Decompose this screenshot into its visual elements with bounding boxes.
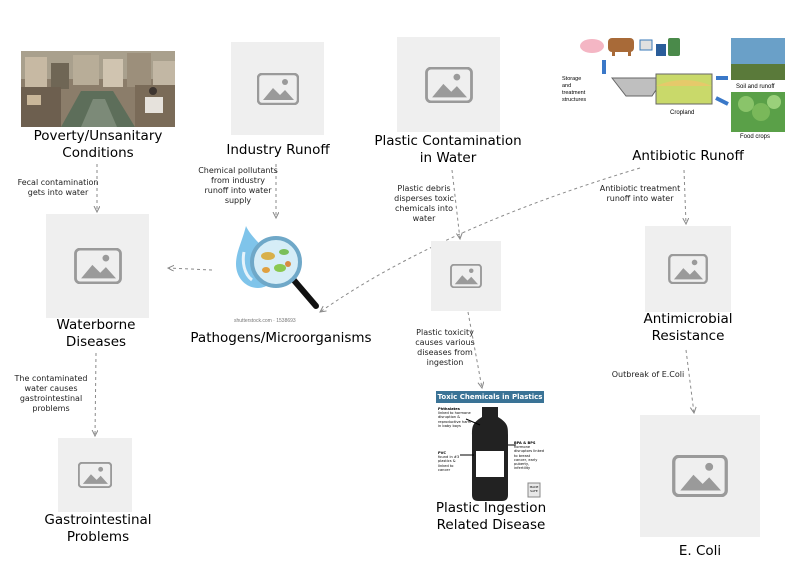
node-poverty-title: Poverty/Unsanitary Conditions <box>33 128 163 161</box>
image-icon <box>672 455 728 497</box>
edge-label-outbreak: Outbreak of E.Coli <box>611 370 685 379</box>
edge-antibiotic-antimicrobial <box>684 169 686 224</box>
slum-photo <box>21 51 175 127</box>
image-icon <box>78 462 112 488</box>
edge-label-fecal: Fecal contamination gets into water <box>17 178 99 197</box>
antimicrobial-image-placeholder <box>645 226 731 312</box>
node-pathogens-title: Pathogens/Microorganisms <box>190 330 372 346</box>
node-waterborne-title: Waterborne Diseases <box>56 317 136 350</box>
pathogens-magnifier-image: shutterstock.com · 1538693 <box>232 222 332 326</box>
svg-text:Storage: Storage <box>562 76 581 82</box>
svg-text:and: and <box>562 83 571 89</box>
edge-pathogens-waterborne <box>168 268 213 270</box>
cropland-label: Cropland <box>670 110 694 116</box>
edge-antibiotic-pathogens <box>320 167 641 312</box>
svg-text:Food crops: Food crops <box>740 134 770 140</box>
edge-waterborne-gastro <box>95 352 96 436</box>
antibiotic-runoff-figure: Storage and treatment structures Croplan… <box>556 34 786 142</box>
node-plastic-title: Plastic Contamination in Water <box>374 133 522 166</box>
node-antibiotic-title: Antibiotic Runoff <box>632 148 744 164</box>
poster-header: Toxic Chemicals in Plastics <box>436 391 544 403</box>
edge-label-toxicity: Plastic toxicity causes various diseases… <box>415 328 475 367</box>
node-antimicrobial-title: Antimicrobial Resistance <box>643 311 733 344</box>
ecoli-image-placeholder <box>640 415 760 537</box>
watermark: shutterstock.com · 1538693 <box>234 318 296 324</box>
industry-image-placeholder <box>231 42 324 135</box>
plastic-effect-image-placeholder <box>431 241 501 311</box>
image-icon <box>450 264 482 288</box>
svg-text:structures: structures <box>562 97 586 103</box>
node-industry-title: Industry Runoff <box>226 142 330 158</box>
image-icon <box>73 248 122 284</box>
image-icon <box>424 66 473 103</box>
edge-label-chemical: Chemical pollutants from industry runoff… <box>198 166 278 205</box>
plastic-image-placeholder <box>397 37 500 132</box>
node-ecoli-title: E. Coli <box>678 543 722 559</box>
edge-antimicrobial-ecoli <box>685 349 694 413</box>
node-plastic-disease-title: Plastic Ingestion Related Disease <box>435 500 547 533</box>
waterborne-image-placeholder <box>46 214 149 318</box>
edge-plastic-disease <box>467 311 482 388</box>
image-icon <box>256 72 299 105</box>
edge-label-antibiotic: Antibiotic treatment runoff into water <box>599 184 681 203</box>
gastro-image-placeholder <box>58 438 132 512</box>
node-gastro-title: Gastrointestinal Problems <box>44 512 152 545</box>
edge-label-debris: Plastic debris disperses toxic chemicals… <box>394 184 454 223</box>
edge-label-contaminated: The contaminated water causes gastrointe… <box>14 374 88 413</box>
poster-badge: MADE SAFE <box>529 485 539 493</box>
svg-text:Soil and runoff: Soil and runoff <box>736 84 775 90</box>
svg-text:treatment: treatment <box>562 90 586 96</box>
image-icon <box>668 254 708 284</box>
